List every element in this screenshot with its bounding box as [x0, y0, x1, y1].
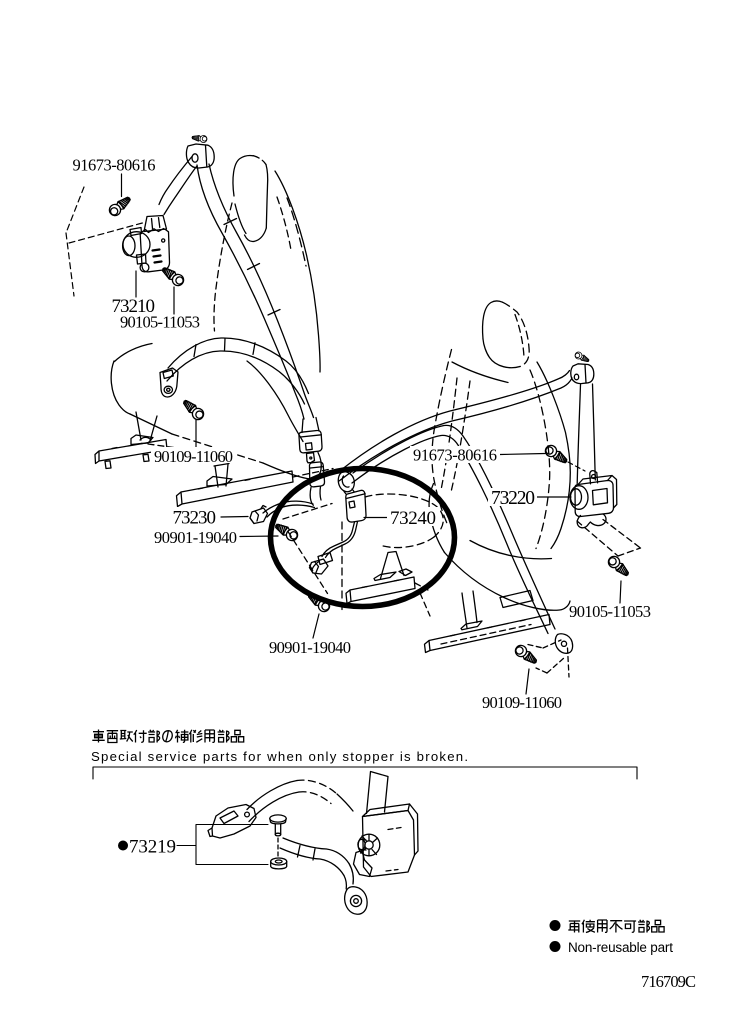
svg-text:73240: 73240 [390, 508, 436, 529]
svg-text:90105-11053: 90105-11053 [569, 602, 651, 621]
svg-text:91673-80616: 91673-80616 [73, 156, 156, 175]
svg-text:73220: 73220 [491, 488, 535, 509]
svg-text:90901-19040: 90901-19040 [269, 638, 351, 657]
svg-text:716709C: 716709C [641, 972, 696, 991]
svg-text:Non-reusable part: Non-reusable part [568, 940, 673, 955]
svg-text:90109-11060: 90109-11060 [482, 693, 562, 712]
svg-text:90109-11060: 90109-11060 [154, 447, 233, 466]
svg-text:73219: 73219 [129, 837, 176, 858]
svg-text:73210: 73210 [112, 296, 156, 317]
svg-text:73230: 73230 [173, 508, 217, 529]
svg-text:90901-19040: 90901-19040 [154, 528, 237, 547]
svg-text:Special service parts for when: Special service parts for when only stop… [91, 749, 468, 764]
svg-text:90105-11053: 90105-11053 [120, 313, 200, 332]
svg-text:91673-80616: 91673-80616 [413, 446, 497, 465]
